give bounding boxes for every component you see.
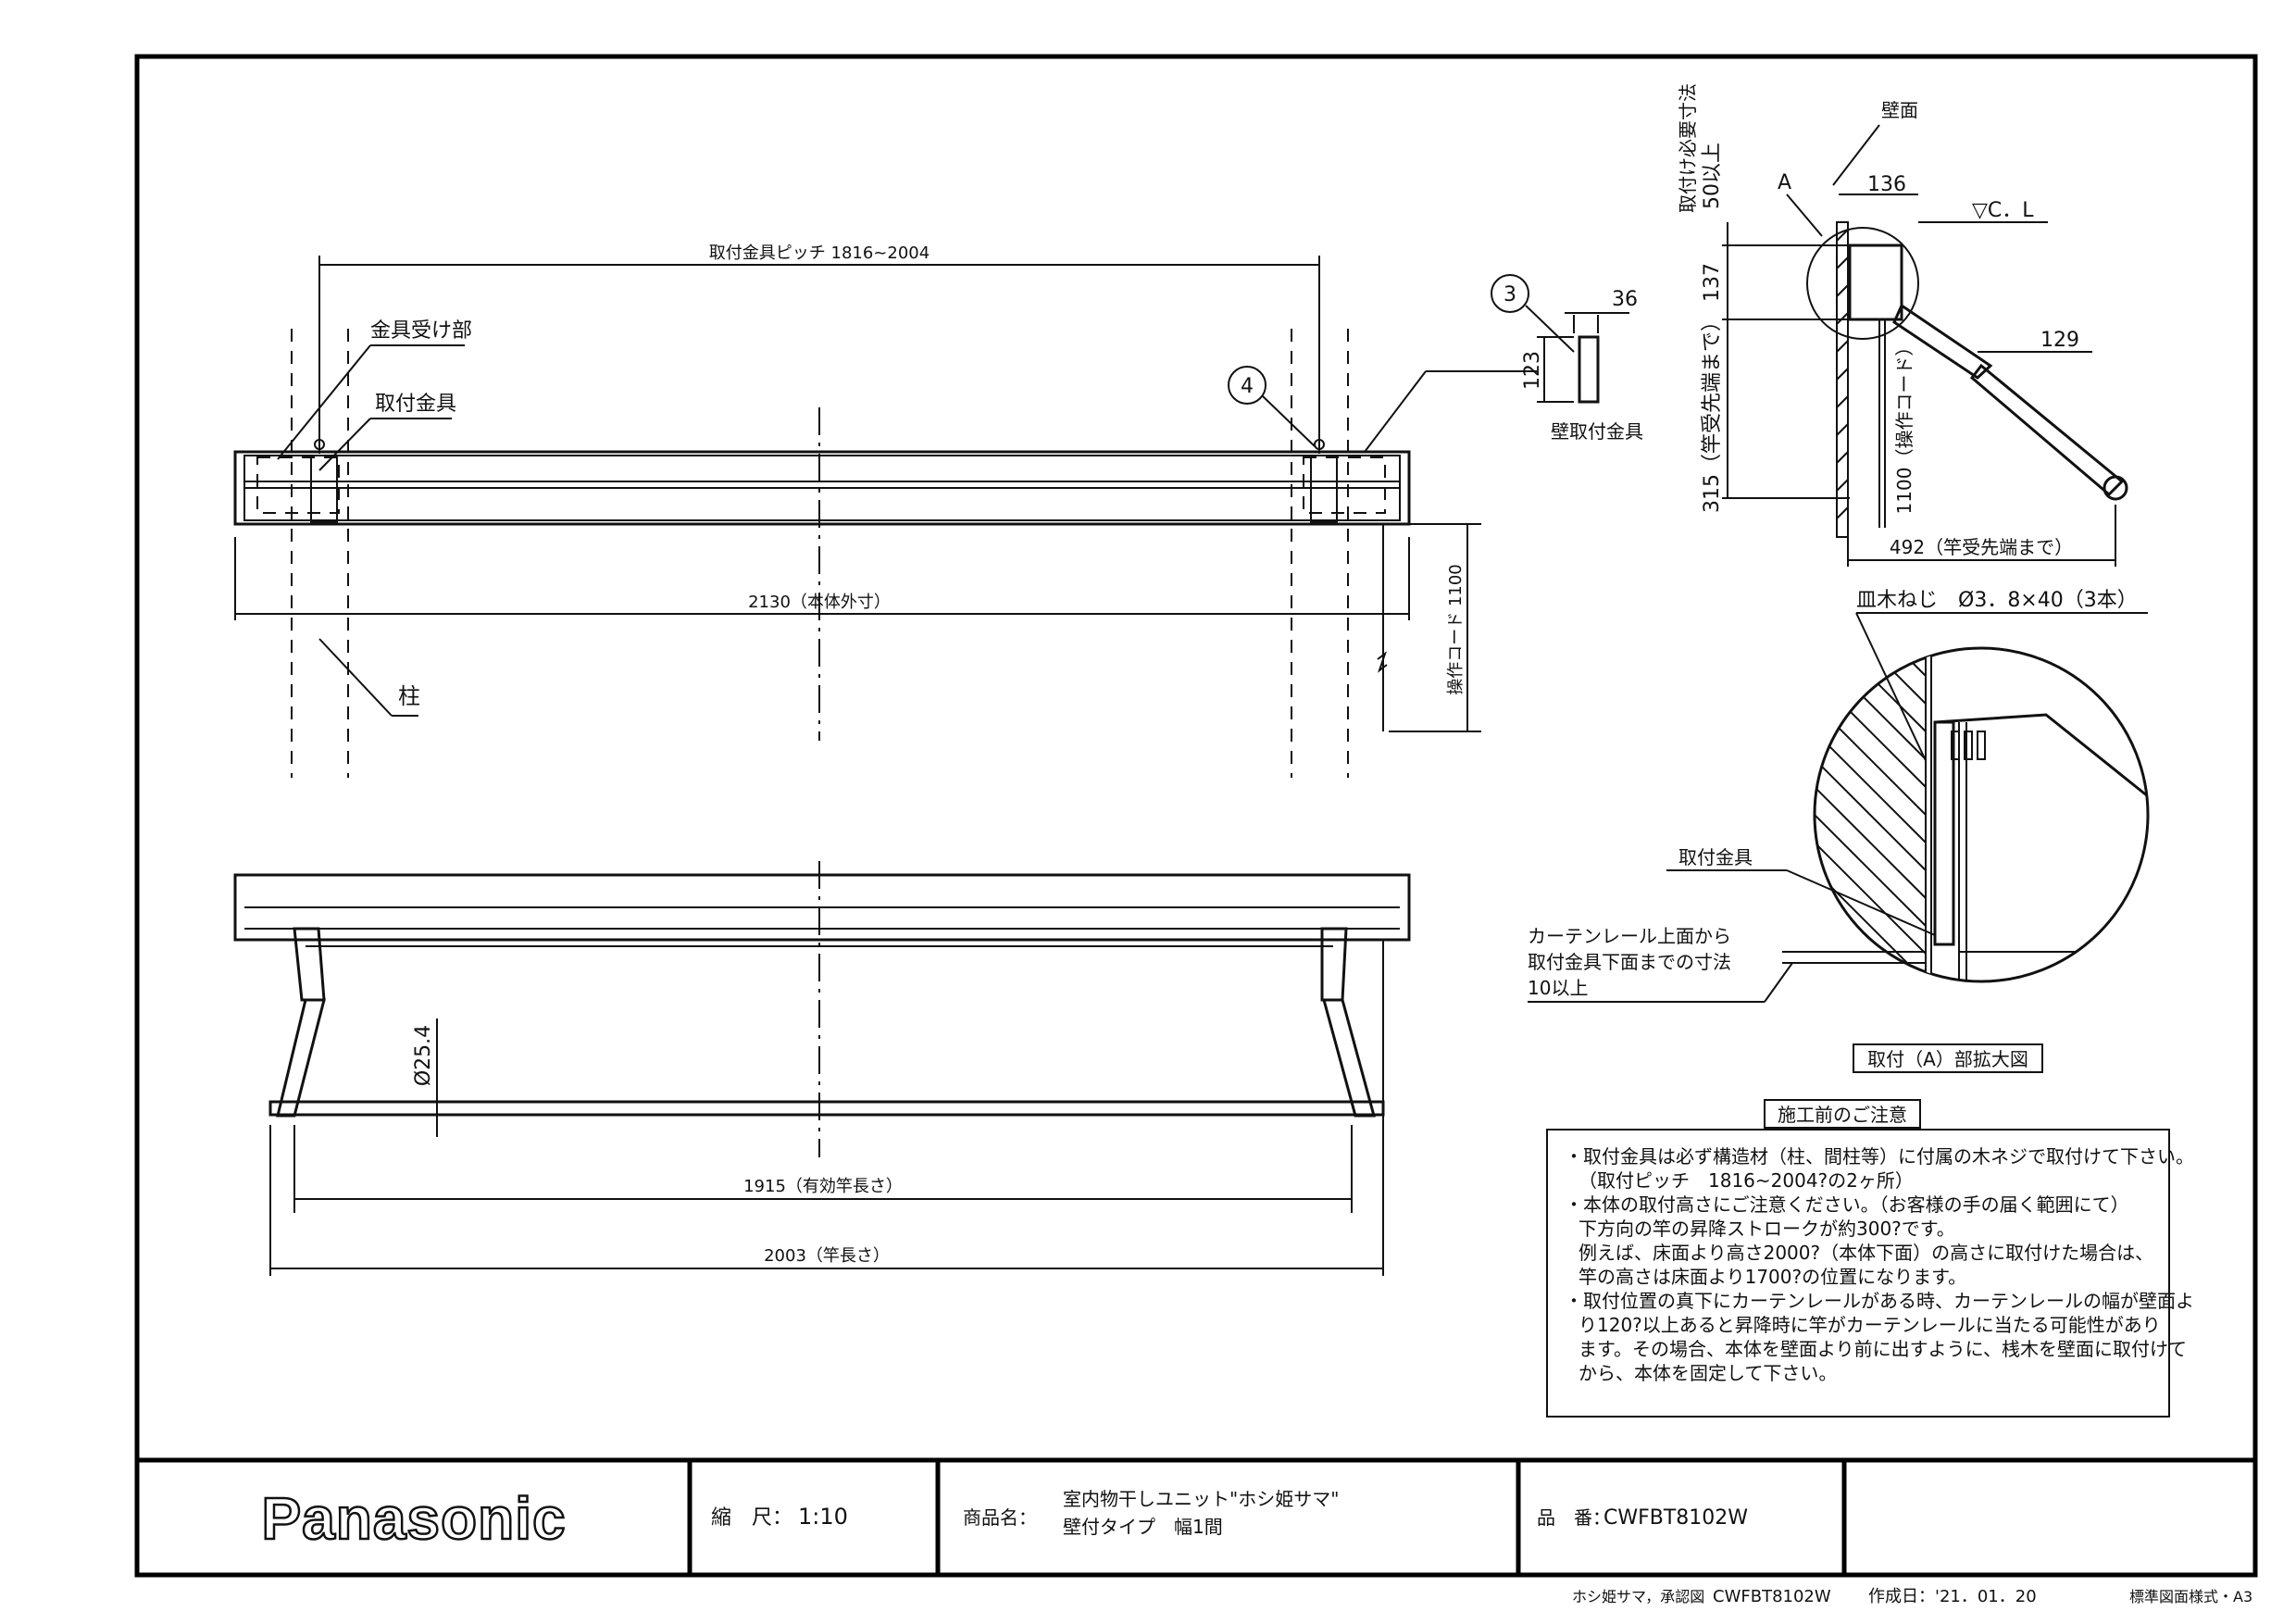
dim-137-label: 137: [1701, 263, 1724, 302]
rail-note-1: カーテンレール上面から: [1528, 925, 1731, 947]
product-label: 商品名：: [963, 1506, 1037, 1529]
side-view: 取付け必要寸法 50以上 壁面 A 136 ▽C．L 13: [1677, 83, 2128, 567]
wall-bracket-view: 3 36 123 壁取付金具: [1491, 274, 1643, 443]
wall-label: 壁面: [1881, 99, 1918, 121]
notice-title: 施工前のご注意: [1778, 1104, 1907, 1126]
detail-caption: 取付（A）部拡大図: [1867, 1048, 2028, 1070]
notice-line-9: ます。その場合、本体を壁面より前に出すように、桟木を壁面に取付けて: [1578, 1338, 2187, 1360]
dim-1100-label: 1100（操作コード）: [1893, 338, 1915, 515]
footer-date: 作成日：'21．01．20: [1868, 1587, 2037, 1606]
dim-1915-label: 1915（有効竿長さ）: [743, 1177, 903, 1196]
dim-36-label: 36: [1612, 288, 1638, 311]
rail-note-2: 取付金具下面までの寸法: [1528, 951, 1731, 973]
receiver-label: 金具受け部: [370, 319, 472, 343]
bracket-label: 取付金具: [375, 393, 456, 416]
label-a: A: [1778, 171, 1791, 194]
product-line-2: 壁付タイプ 幅1間: [1063, 1516, 1223, 1538]
part-number: CWFBT8102W: [1603, 1506, 1748, 1530]
dim-2130-label: 2130（本体外寸）: [748, 593, 891, 612]
callout-3: [1491, 274, 1529, 313]
footer-code: CWFBT8102W: [1713, 1587, 1831, 1606]
dim-123-label: 123: [1521, 351, 1544, 390]
panasonic-logo: Panasonic: [261, 1485, 566, 1552]
callout-4-number: 4: [1241, 375, 1254, 398]
detail-a-circle: [1806, 227, 1919, 340]
callout-3-number: 3: [1504, 283, 1516, 306]
footer: ホシ姫サマ，承認図 CWFBT8102W 作成日：'21．01．20 標準図面様…: [1572, 1587, 2252, 1606]
notice-line-2: （取付ピッチ 1816~2004?の2ヶ所）: [1578, 1169, 1914, 1192]
footer-approval: ホシ姫サマ，承認図: [1572, 1588, 1704, 1605]
scale-value: 1:10: [798, 1504, 848, 1530]
part-label: 品 番：: [1537, 1506, 1611, 1529]
cord-length-label: 操作コード 1100: [1446, 564, 1466, 695]
pillar-label: 柱: [398, 683, 420, 709]
dim-2003-label: 2003（竿長さ）: [764, 1246, 890, 1266]
dim-136-label: 136: [1867, 173, 1906, 196]
footer-format: 標準図面様式・A3: [2129, 1588, 2252, 1605]
notice-line-3: ・本体の取付高さにご注意ください。（お客様の手の届く範囲にて）: [1565, 1193, 2129, 1216]
rod-diameter-label: Ø25.4: [412, 1025, 435, 1086]
notice-box: 施工前のご注意 ・取付金具は必ず構造材（柱、間柱等）に付属の木ネジで取付けて下さ…: [1546, 1099, 2194, 1418]
notice-line-10: から、本体を固定して下さい。: [1578, 1362, 1837, 1384]
outer-frame: [134, 54, 2258, 1578]
front-elevation: 取付金具ピッチ 1816~2004 金具受け部 取付金具 4: [233, 244, 1537, 778]
cl-label: ▽C．L: [1972, 199, 2034, 222]
lower-elevation: Ø25.4 1915（有効竿長さ） 2003（竿長さ）: [233, 861, 1411, 1276]
scale-label: 縮 尺：: [711, 1506, 792, 1530]
pitch-dimension-label: 取付金具ピッチ 1816~2004: [709, 244, 930, 263]
dim-492-label: 492（竿受先端まで）: [1890, 536, 2073, 558]
fifty-label: 50以上: [1701, 143, 1724, 209]
wall-bracket-label: 壁取付金具: [1551, 420, 1643, 443]
dim-315-label: 315（竿受先端まで）: [1701, 311, 1724, 513]
detail-a: 皿木ねじ Ø3．8×40（3本）: [1528, 589, 2150, 1073]
notice-line-8: り120?以上あると昇降時に竿がカーテンレールに当たる可能性があり: [1578, 1314, 2161, 1336]
detail-bracket-label: 取付金具: [1678, 846, 1753, 868]
rail-note-3: 10以上: [1528, 977, 1588, 999]
required-dim-label: 取付け必要寸法: [1677, 83, 1699, 213]
product-line-1: 室内物干しユニット"ホシ姫サマ": [1063, 1488, 1339, 1510]
screw-label: 皿木ねじ Ø3．8×40（3本）: [1856, 589, 2138, 612]
dim-129-label: 129: [2040, 329, 2079, 352]
notice-line-6: 竿の高さは床面より1700?の位置になります。: [1578, 1266, 1966, 1288]
detail-caption-box: [1853, 1043, 2043, 1073]
notice-line-1: ・取付金具は必ず構造材（柱、間柱等）に付属の木ネジで取付けて下さい。: [1565, 1145, 2194, 1168]
title-block: Panasonic 縮 尺： 1:10 商品名： 室内物干しユニット"ホシ姫サマ…: [260, 1460, 1847, 1575]
notice-line-7: ・取付位置の真下にカーテンレールがある時、カーテンレールの幅が壁面よ: [1565, 1290, 2194, 1312]
notice-line-4: 下方向の竿の昇降ストロークが約300?です。: [1578, 1218, 1955, 1240]
notice-line-5: 例えば、床面より高さ2000?（本体下面）の高さに取付けた場合は、: [1578, 1242, 2153, 1264]
callout-4: [1228, 366, 1267, 405]
